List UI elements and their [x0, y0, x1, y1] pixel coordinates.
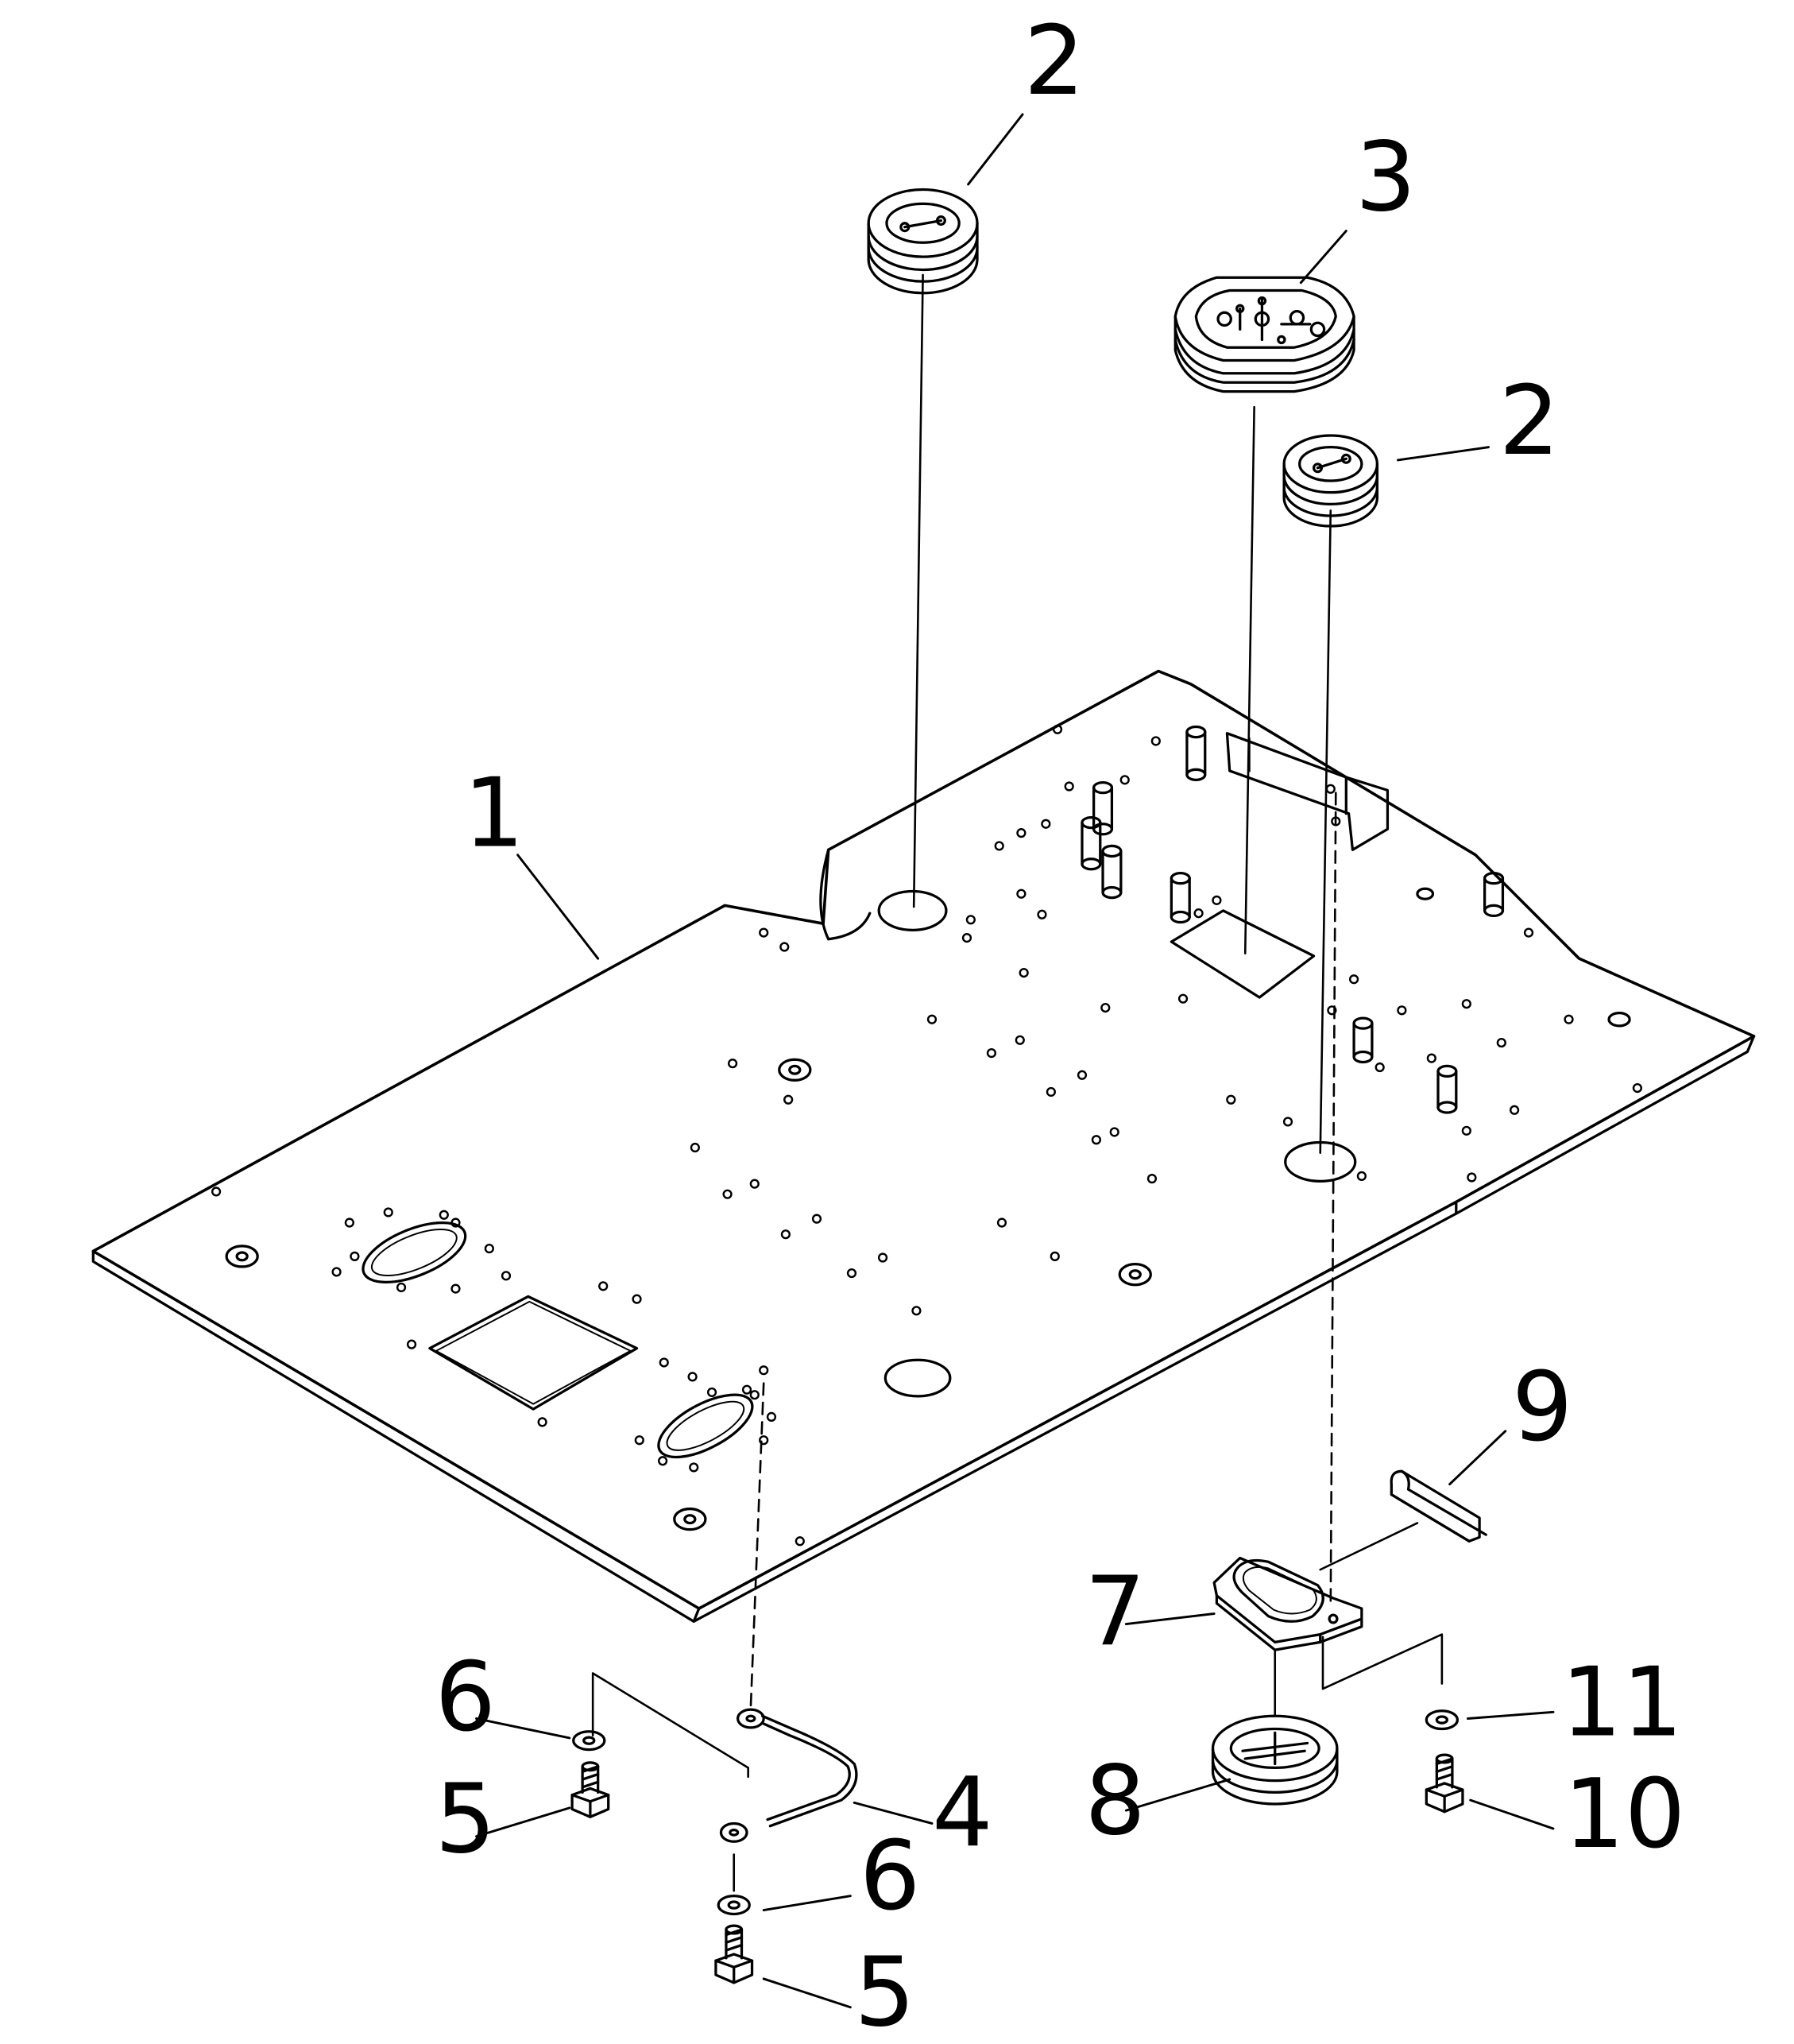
plate-7 [1212, 1556, 1363, 1651]
ground-wire-4 [719, 1708, 858, 1843]
callout-6-upper: 6 [435, 1642, 496, 1753]
callout-7: 7 [1085, 1557, 1146, 1668]
washer-6-lower [717, 1895, 751, 1916]
explode-lines [591, 273, 1444, 1892]
callout-2-top: 2 [1024, 6, 1085, 117]
callout-10: 10 [1564, 1759, 1685, 1870]
callout-3: 3 [1355, 122, 1417, 234]
bolt-10 [1425, 1753, 1464, 1814]
callout-11: 11 [1561, 1647, 1683, 1759]
floor-plate [91, 669, 1756, 1623]
callout-4: 4 [932, 1757, 993, 1868]
callout-1: 1 [463, 757, 524, 869]
callout-5-lower: 5 [854, 1938, 915, 2044]
bolt-5-lower [714, 1924, 754, 1984]
callout-9: 9 [1512, 1352, 1573, 1463]
callout-5-upper: 5 [435, 1763, 496, 1875]
bolt-5-upper [570, 1761, 610, 1818]
plate-studs [1081, 725, 1505, 1114]
washer-11 [1425, 1709, 1460, 1731]
callout-2-right: 2 [1499, 366, 1560, 477]
grommet-8 [1211, 1714, 1339, 1806]
grommet-2-right [1282, 434, 1379, 528]
strip-9 [1390, 1469, 1487, 1543]
grommet-3 [1173, 276, 1355, 393]
callout-8: 8 [1085, 1745, 1146, 1856]
callout-6-lower: 6 [860, 1821, 921, 1932]
callout-labels: 1 2 2 3 4 5 5 6 6 7 8 9 10 11 [435, 6, 1685, 2044]
plate-small-holes [211, 724, 1642, 1547]
callout-leaders [475, 113, 1555, 2009]
grommet-2-left [867, 188, 979, 295]
washer-6-upper [572, 1730, 606, 1752]
